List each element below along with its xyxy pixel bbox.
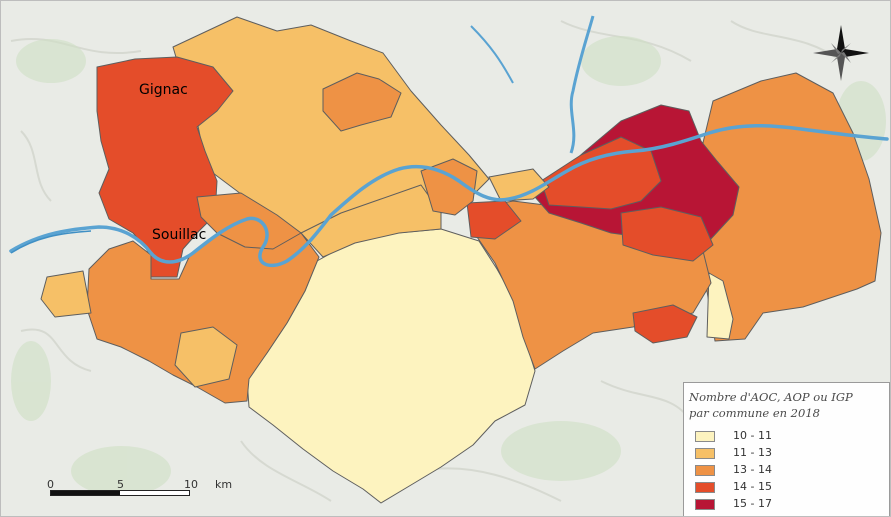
scale-bar	[50, 490, 190, 496]
north-arrow-compass-rose	[813, 25, 869, 81]
commune-red-east-2[interactable]	[620, 206, 714, 262]
commune-southeast-yellow[interactable]	[706, 272, 734, 340]
legend-item: 15 - 17	[695, 497, 875, 512]
commune-river-light[interactable]	[488, 168, 550, 202]
commune-west-yellow[interactable]	[174, 326, 238, 388]
scale-tick-0: 0	[47, 478, 54, 491]
legend-item: 14 - 15	[695, 480, 875, 495]
commune-river-orange[interactable]	[420, 158, 478, 216]
place-label-gignac: Gignac	[139, 82, 188, 98]
scale-bar-segment	[51, 491, 120, 495]
legend-label: 11 - 13	[733, 446, 772, 459]
commune-red-east[interactable]	[540, 136, 662, 210]
legend-swatch	[695, 431, 715, 442]
commune-west-edge[interactable]	[40, 270, 92, 318]
scale-tick-5: 5	[117, 478, 124, 491]
legend-swatch	[695, 448, 715, 459]
main-river-bank	[10, 230, 92, 254]
tributary-river	[569, 15, 595, 154]
commune-middle[interactable]	[300, 184, 442, 258]
map-legend: Nombre d'AOC, AOP ou IGP par commune en …	[683, 382, 890, 516]
legend-swatch	[695, 465, 715, 476]
main-river	[9, 124, 889, 268]
legend-item: 13 - 14	[695, 463, 875, 478]
legend-item: 11 - 13	[695, 446, 875, 461]
commune-souillac-east[interactable]	[196, 192, 302, 250]
legend-label: 13 - 14	[733, 463, 772, 476]
legend-item: 10 - 11	[695, 429, 875, 444]
terrain-vegetation	[11, 36, 886, 496]
legend-label: 15 - 17	[733, 497, 772, 510]
legend-title: Nombre d'AOC, AOP ou IGP	[689, 390, 853, 404]
scale-tick-10: 10	[184, 478, 198, 491]
legend-subtitle: par commune en 2018	[689, 406, 820, 420]
commune-red-south[interactable]	[632, 304, 698, 344]
scale-unit: km	[215, 478, 233, 491]
legend-swatch	[695, 499, 715, 510]
legend-swatch	[695, 482, 715, 493]
commune-polygons	[40, 16, 882, 504]
tributary-river-2	[470, 25, 514, 84]
place-label-souillac: Souillac	[152, 227, 207, 243]
commune-gignac-red[interactable]	[96, 56, 234, 278]
commune-north-patch[interactable]	[322, 72, 402, 132]
legend-label: 14 - 15	[733, 480, 772, 493]
legend-label: 10 - 11	[733, 429, 772, 442]
